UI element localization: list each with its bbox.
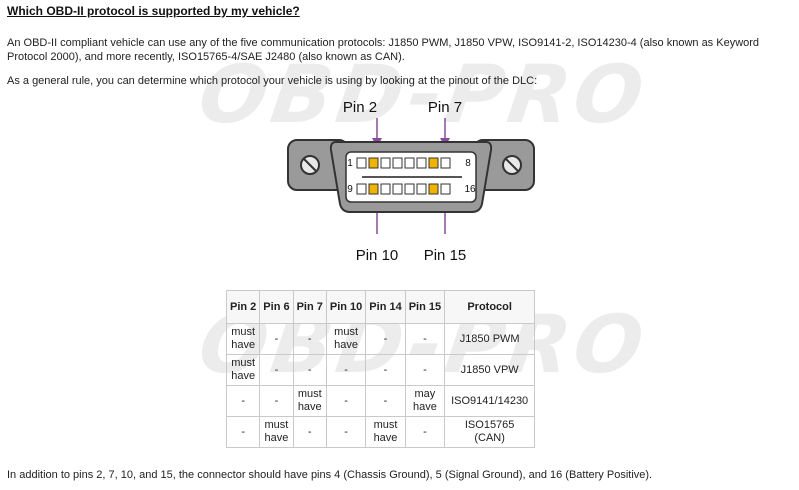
pin7-label: Pin 7 — [428, 99, 462, 116]
table-header: Protocol — [444, 290, 536, 324]
table-cell: - — [292, 354, 327, 386]
table-cell: may have — [404, 385, 446, 417]
pin10-label: Pin 10 — [356, 247, 399, 264]
pin-slot — [380, 183, 391, 195]
table-cell: - — [259, 385, 294, 417]
table-cell: - — [365, 385, 406, 417]
pin-number: 9 — [347, 184, 353, 195]
table-cell: - — [259, 323, 294, 355]
protocol-table: Pin 2 Pin 6 Pin 7 Pin 10 Pin 14 Pin 15 P… — [225, 290, 536, 448]
table-cell: - — [292, 323, 327, 355]
table-cell: - — [404, 354, 446, 386]
protocol-cell: ISO15765 (CAN) — [444, 416, 536, 448]
table-header: Pin 15 — [404, 290, 446, 324]
table-cell: must have — [365, 416, 406, 448]
table-cell: must have — [259, 416, 294, 448]
pin-slot — [416, 157, 427, 169]
pin-slot — [440, 157, 451, 169]
table-cell: must have — [225, 323, 261, 355]
pin-slot — [368, 183, 379, 195]
pin-slot — [440, 183, 451, 195]
obd-connector-diagram: Pin 2 Pin 7 Pin 10 Pin 15 1 8 9 16 — [287, 99, 535, 264]
protocol-cell: ISO9141/14230 — [444, 385, 536, 417]
pinout-paragraph: As a general rule, you can determine whi… — [7, 75, 538, 87]
table-cell: - — [225, 385, 261, 417]
table-row: - - must have - - may have ISO9141/14230 — [225, 385, 536, 417]
table-cell: - — [365, 354, 406, 386]
table-cell: must have — [325, 323, 367, 355]
pin15-label: Pin 15 — [424, 247, 467, 264]
pin-slot — [404, 183, 415, 195]
table-cell: - — [404, 323, 446, 355]
pin-number: 8 — [465, 158, 471, 169]
table-cell: - — [292, 416, 327, 448]
protocol-cell: J1850 VPW — [444, 354, 536, 386]
table-cell: - — [259, 354, 294, 386]
table-header: Pin 10 — [325, 290, 367, 324]
pin-slot — [428, 183, 439, 195]
pin-slot — [356, 157, 367, 169]
table-header: Pin 6 — [259, 290, 294, 324]
table-cell: must have — [225, 354, 261, 386]
intro-paragraph: An OBD-II compliant vehicle can use any … — [7, 37, 760, 63]
pin-slot — [380, 157, 391, 169]
pin-number: 1 — [347, 158, 353, 169]
pin-slot — [368, 157, 379, 169]
table-cell: - — [325, 416, 367, 448]
pin-number: 16 — [464, 184, 476, 195]
pin2-label: Pin 2 — [343, 99, 377, 116]
table-row: - must have - - must have - ISO15765 (CA… — [225, 416, 536, 448]
table-header-row: Pin 2 Pin 6 Pin 7 Pin 10 Pin 14 Pin 15 P… — [225, 290, 536, 324]
pin-slot — [356, 183, 367, 195]
table-cell: - — [325, 354, 367, 386]
protocol-cell: J1850 PWM — [444, 323, 536, 355]
pin-slot — [428, 157, 439, 169]
pin-slot — [416, 183, 427, 195]
table-header: Pin 7 — [292, 290, 327, 324]
pin-slot — [404, 157, 415, 169]
pin-slot — [392, 157, 403, 169]
screw-icon — [300, 155, 522, 175]
table-row: must have - - - - - J1850 VPW — [225, 354, 536, 386]
page-heading: Which OBD-II protocol is supported by my… — [7, 4, 300, 18]
pin-slot — [392, 183, 403, 195]
table-cell: - — [325, 385, 367, 417]
table-header: Pin 14 — [365, 290, 406, 324]
footer-paragraph: In addition to pins 2, 7, 10, and 15, th… — [7, 469, 653, 481]
table-cell: - — [225, 416, 261, 448]
table-cell: - — [404, 416, 446, 448]
table-header: Pin 2 — [225, 290, 261, 324]
table-cell: must have — [292, 385, 327, 417]
table-cell: - — [365, 323, 406, 355]
table-row: must have - - must have - - J1850 PWM — [225, 323, 536, 355]
